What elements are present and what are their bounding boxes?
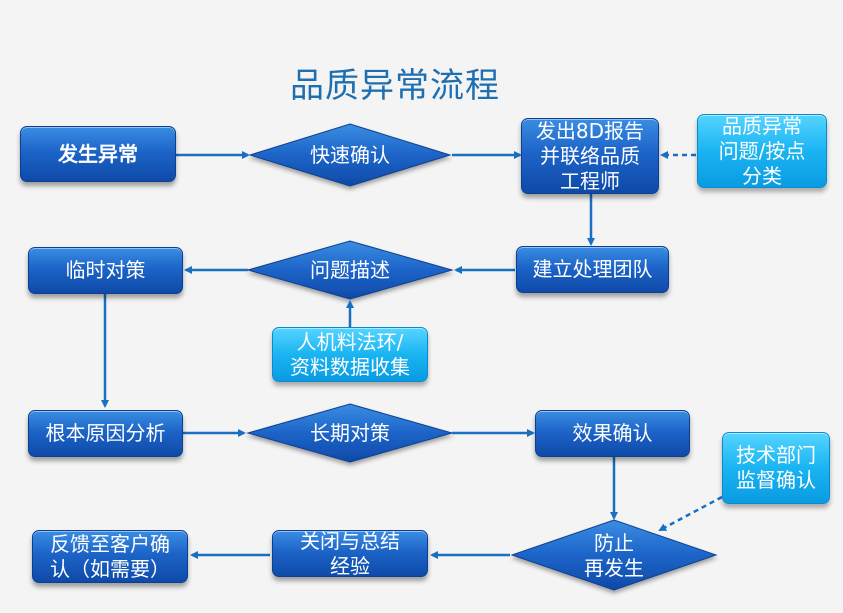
node-close: 关闭与总结 经验 [272, 529, 428, 578]
node-build-team: 建立处理团队 [516, 246, 669, 293]
node-tech-supervise: 技术部门 监督确认 [722, 432, 830, 504]
node-issue-8d: 发出8D报告 并联络品质 工程师 [521, 118, 659, 194]
node-collect: 人机料法环/ 资料数据收集 [272, 327, 428, 382]
diamond-describe [246, 240, 454, 300]
node-occur: 发生异常 [20, 126, 176, 182]
node-prevent-label: 防止 再发生 [584, 531, 644, 580]
node-temp-measure: 临时对策 [28, 247, 183, 294]
diamond-quick-confirm [248, 123, 452, 187]
node-effect-confirm: 效果确认 [535, 410, 690, 457]
node-describe-label: 问题描述 [310, 257, 390, 282]
arrow-tech-to-prevent [658, 495, 723, 532]
node-feedback: 反馈至客户确 认（如需要） [32, 530, 188, 583]
node-long-term-label: 长期对策 [310, 420, 390, 445]
node-root-cause: 根本原因分析 [28, 410, 183, 457]
page-title: 品质异常流程 [290, 66, 500, 106]
node-quick-confirm-label: 快速确认 [310, 142, 390, 167]
node-classify: 品质异常 问题/按点 分类 [697, 114, 827, 188]
diamond-prevent [510, 519, 718, 591]
